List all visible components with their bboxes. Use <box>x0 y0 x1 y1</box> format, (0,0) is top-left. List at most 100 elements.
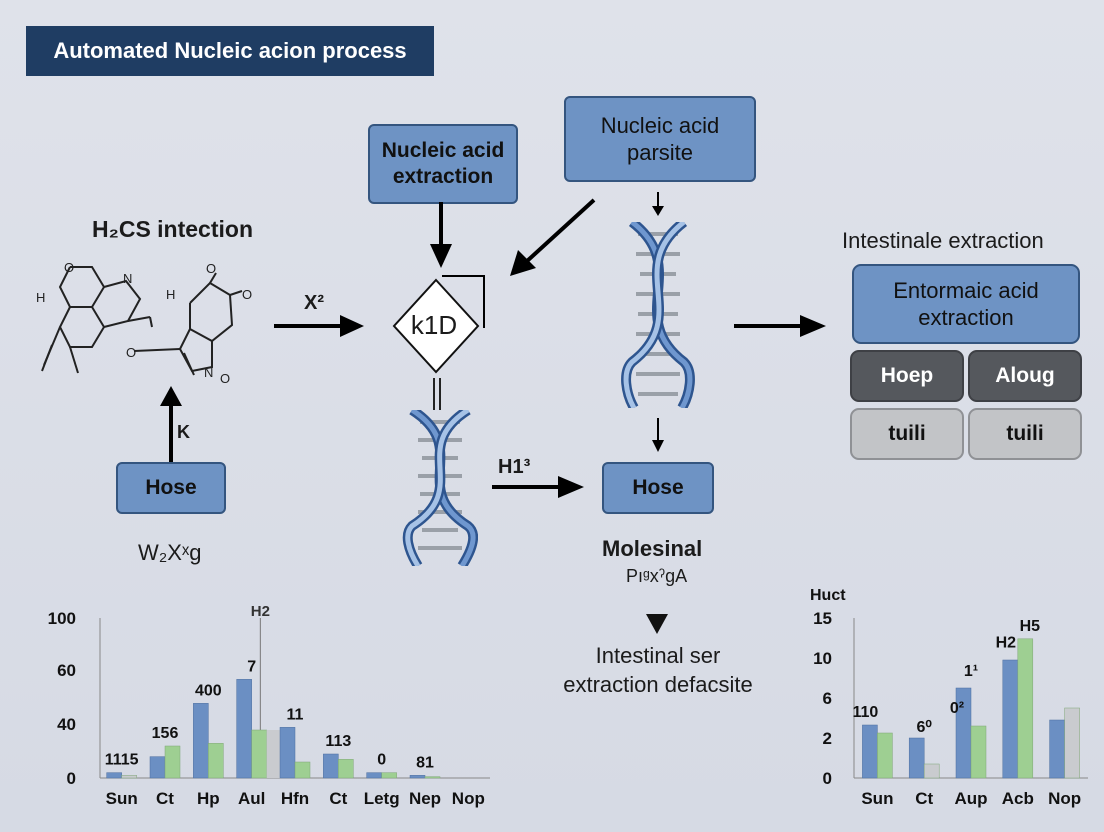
entormaic-acid-box[interactable]: Entormaic acid extraction <box>852 264 1080 344</box>
x-tick-label: Hfn <box>281 789 309 808</box>
bar-annotation: 113 <box>325 733 351 750</box>
bar-annotation: 0 <box>377 752 386 769</box>
x-tick-label: Ct <box>329 789 347 808</box>
atom-o-5: O <box>126 345 136 360</box>
y-tick-label: 100 <box>48 609 76 628</box>
tuili-button-1[interactable]: tuili <box>850 408 964 460</box>
x-tick-label: Sun <box>861 789 893 808</box>
arrow-right-panel <box>734 315 826 337</box>
nucleic-acid-parsite-box[interactable]: Nucleic acid parsite <box>564 96 756 182</box>
molesinal-formula: PıᵍxˀgA <box>626 566 688 586</box>
bar-annotation: H2 <box>996 635 1017 652</box>
bar-series-1 <box>106 772 122 779</box>
bar-annotation: 110 <box>852 704 878 721</box>
hoep-button[interactable]: Hoep <box>850 350 964 402</box>
intestinal-ser-text: Intestinal ser extraction defacsite <box>563 643 753 697</box>
y-tick-label: 2 <box>823 729 832 748</box>
atom-n-1: N <box>123 271 132 286</box>
connector-double-line <box>433 378 441 410</box>
bond-7 <box>209 272 217 284</box>
bond-1 <box>127 316 151 322</box>
bar-series-1 <box>1049 719 1065 779</box>
bar-series-1 <box>279 727 296 779</box>
y-axis-title: Huct <box>810 587 846 604</box>
page-title: Automated Nucleic acion process <box>26 26 434 76</box>
arrow-x2-label: X² <box>304 292 324 314</box>
bar-annotation: 0² <box>950 700 964 717</box>
bar-series-1 <box>409 775 426 779</box>
panel-title: Intestinale extraction <box>842 228 1044 253</box>
bar-series-1 <box>862 724 878 779</box>
x-tick-label: Nop <box>452 789 485 808</box>
bar-series-2 <box>970 725 987 779</box>
bar-series-2 <box>121 775 137 779</box>
arrow-h1-label: H1³ <box>498 456 531 478</box>
ring-c <box>103 279 142 328</box>
x-tick-label: Letg <box>364 789 400 808</box>
ring-d <box>189 281 234 343</box>
arrow-h1 <box>492 476 584 498</box>
bar-annotation: 1¹ <box>964 663 978 680</box>
hose-box-center[interactable]: Hose <box>602 462 714 514</box>
bar-series-2 <box>294 761 311 779</box>
bar-series-2 <box>208 743 224 779</box>
atom-n-2: N <box>204 365 213 380</box>
marker-label: H2 <box>251 603 270 620</box>
arrow-k-label: K <box>177 422 190 442</box>
y-tick-label: 10 <box>813 649 832 668</box>
bond-9 <box>183 352 195 376</box>
bond-5 <box>69 346 79 374</box>
dna-helix-right <box>621 222 695 408</box>
bar-series-2 <box>164 745 181 779</box>
x-tick-label: Ct <box>915 789 933 808</box>
x-tick-label: Ct <box>156 789 174 808</box>
molecule-label: H₂CS intection <box>92 216 253 242</box>
x-tick-label: Acb <box>1002 789 1034 808</box>
formula-label: W₂Xˣg <box>138 540 202 565</box>
atom-h-1: H <box>36 290 45 305</box>
down-triangle-icon <box>646 614 668 634</box>
y-tick-label: 15 <box>813 609 832 628</box>
bar-series-1 <box>149 756 166 779</box>
hose-box-left[interactable]: Hose <box>116 462 226 514</box>
x-tick-label: Nep <box>409 789 441 808</box>
y-tick-label: 0 <box>67 769 76 788</box>
arrow-diagonal <box>510 198 596 276</box>
arrow-down-small-2 <box>652 418 664 452</box>
bar-series-2 <box>923 763 940 779</box>
x-tick-label: Hp <box>197 789 220 808</box>
atom-o-2: O <box>206 261 216 276</box>
x-tick-label: Nop <box>1048 789 1081 808</box>
bar-annotation: 6⁰ <box>917 719 933 736</box>
bar-series-1 <box>193 703 209 779</box>
tuili-button-2[interactable]: tuili <box>968 408 1082 460</box>
nucleic-acid-extraction-box[interactable]: Nucleic acid extraction <box>368 124 518 204</box>
bond-2 <box>149 316 153 328</box>
bar-annotation: 400 <box>195 682 222 699</box>
bar-series-2 <box>424 776 441 779</box>
arrow-up-k <box>160 386 182 462</box>
bar-series-1 <box>1002 659 1019 779</box>
molesinal-title: Molesinal <box>602 536 703 561</box>
bar-series-2 <box>381 772 397 779</box>
bar-series-1 <box>236 679 252 779</box>
bar-series-2 <box>1064 707 1080 779</box>
x-tick-label: Aup <box>954 789 987 808</box>
bar-series-3 <box>266 730 282 778</box>
y-tick-label: 60 <box>57 661 76 680</box>
atom-o-3: O <box>242 287 252 302</box>
bar-series-2 <box>1017 638 1034 779</box>
atom-o-1: O <box>64 260 74 275</box>
k1d-diamond <box>392 275 485 374</box>
diamond-label: k1D <box>410 310 458 340</box>
aloug-button[interactable]: Aloug <box>968 350 1082 402</box>
bar-series-2 <box>877 732 893 779</box>
molecule-structure: O N H H O O N O O <box>36 260 252 386</box>
bond-8 <box>229 290 243 296</box>
bar-annotation: 156 <box>152 725 179 742</box>
dna-helix-center <box>402 410 478 566</box>
bar-series-1 <box>323 753 339 779</box>
bar-annotation: 7 <box>247 658 256 675</box>
